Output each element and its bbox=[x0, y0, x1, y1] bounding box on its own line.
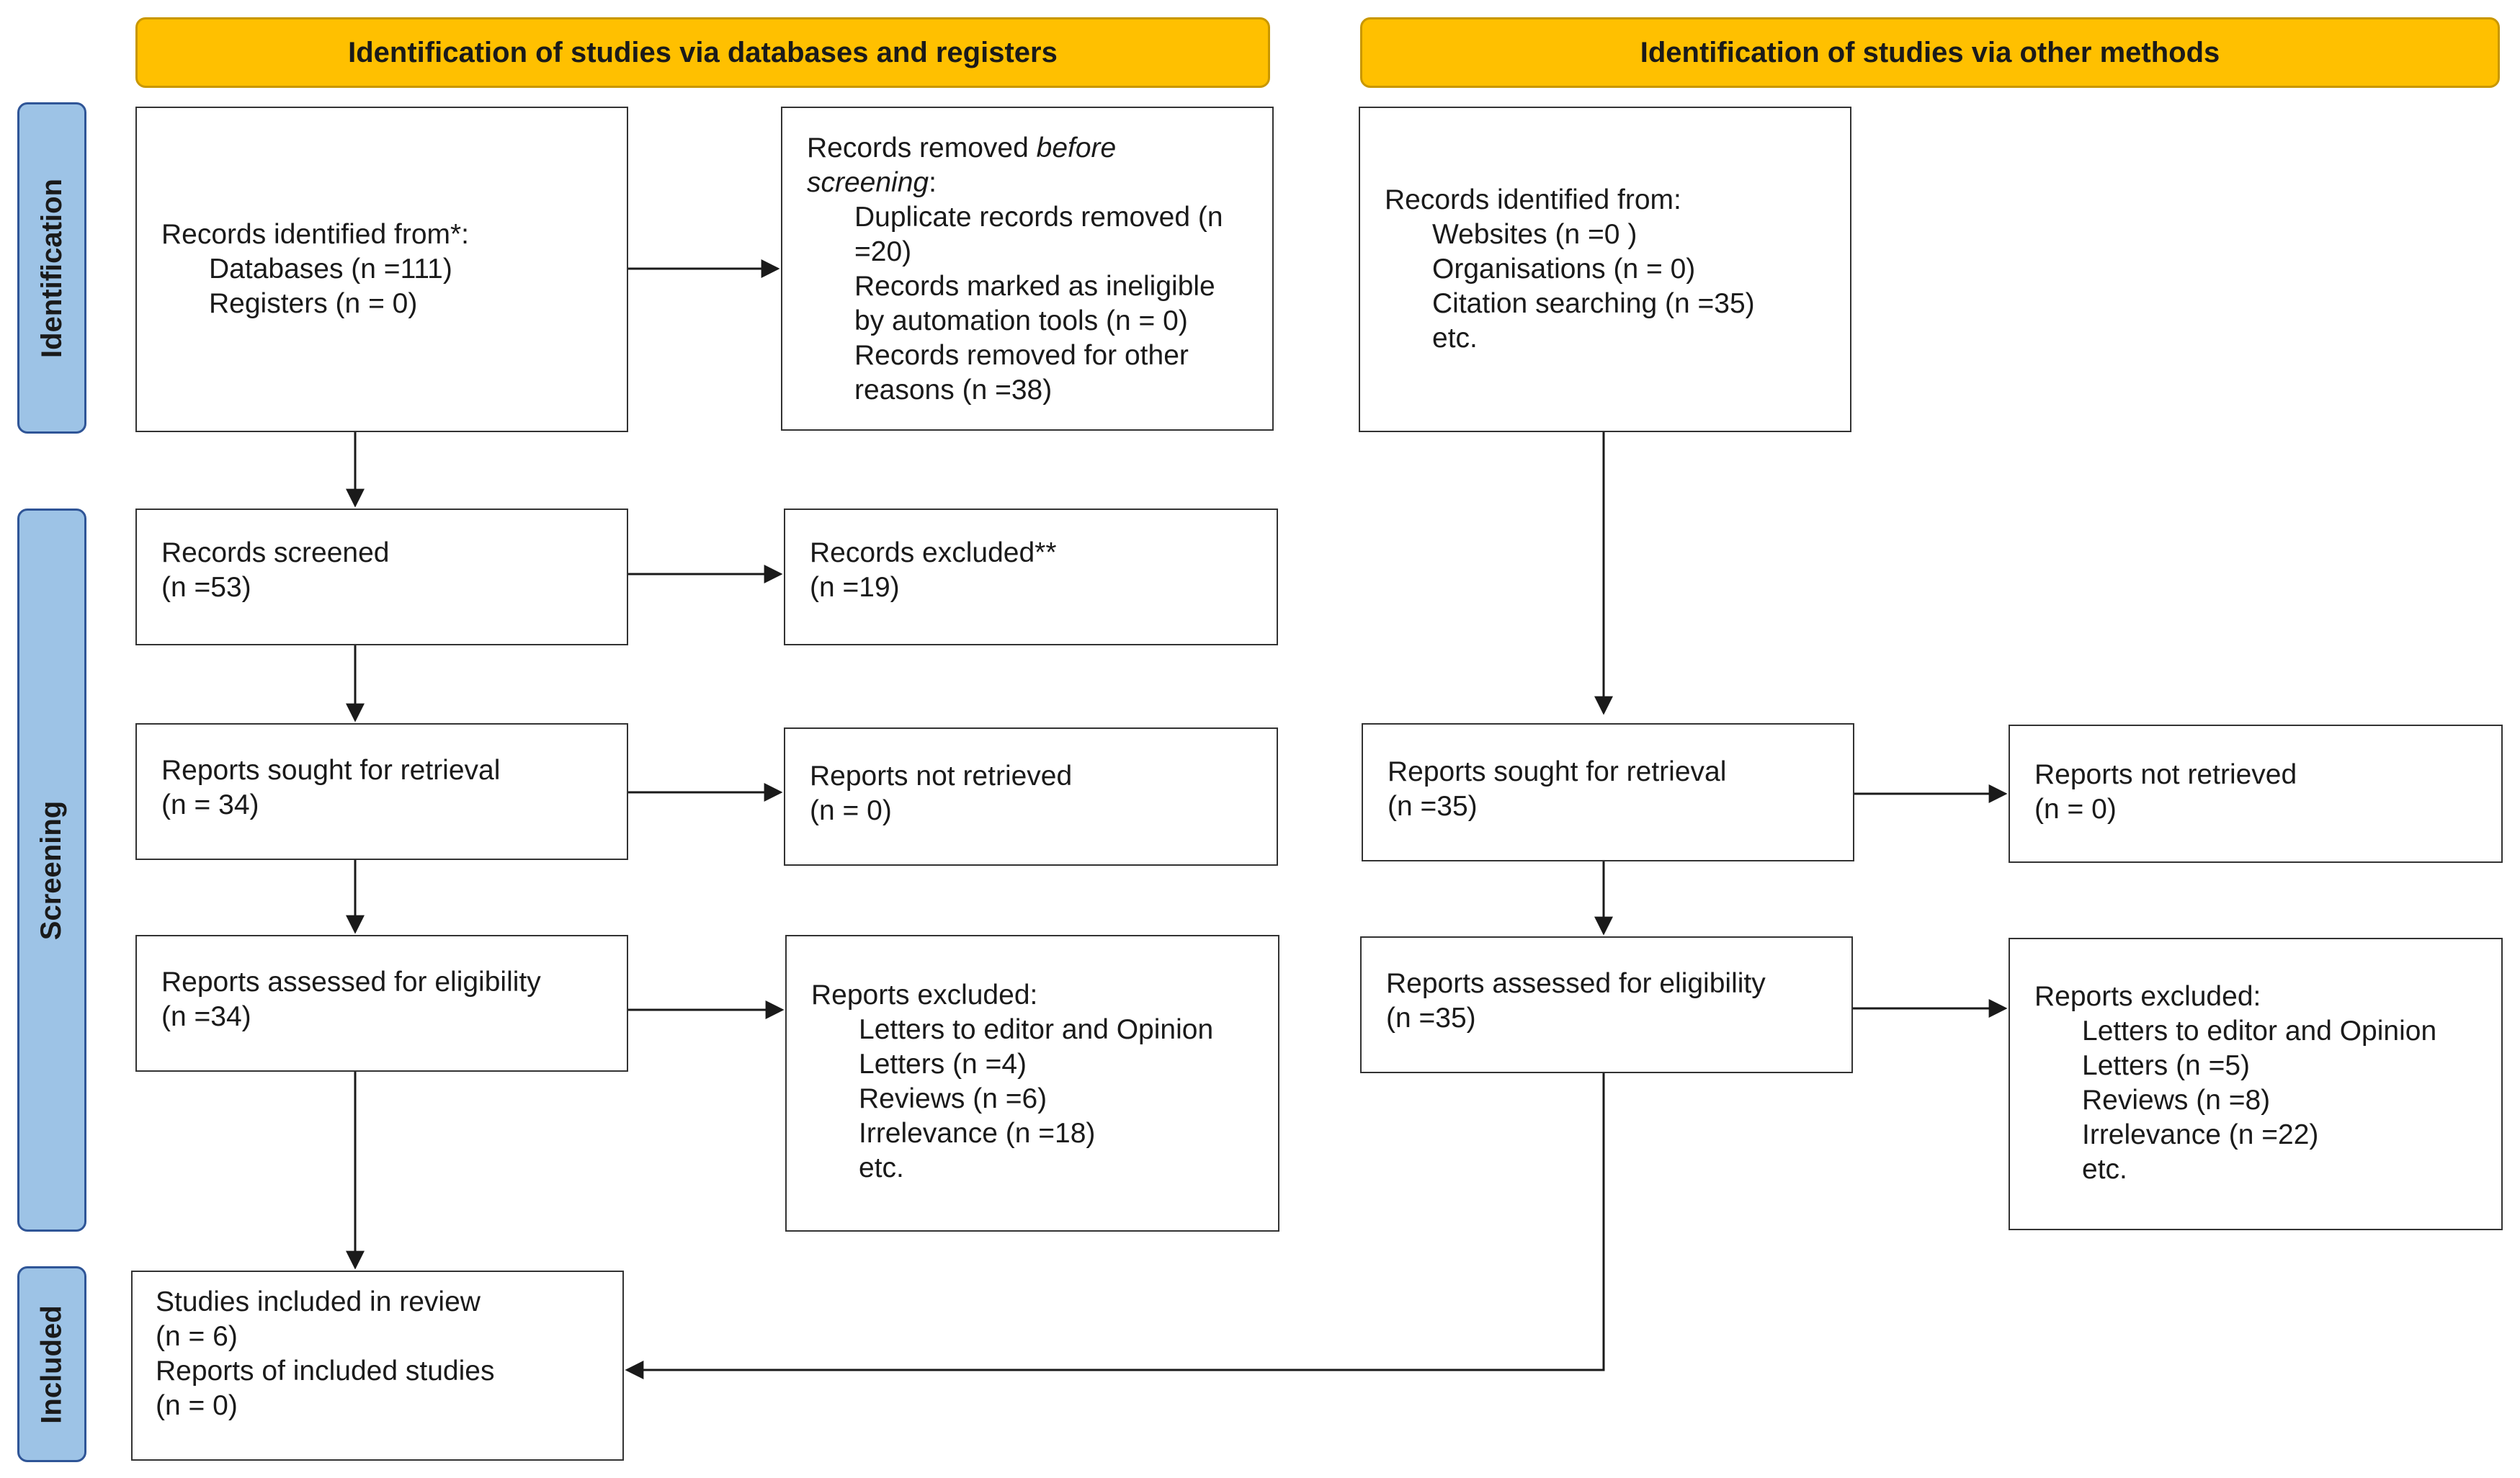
stage-identification: Identification bbox=[17, 102, 86, 434]
included-reports-title: Reports of included studies bbox=[156, 1356, 495, 1387]
other-reports-sought-count: (n =35) bbox=[1388, 791, 1478, 822]
included-reports-count: (n = 0) bbox=[156, 1390, 238, 1421]
db-reports-not-retrieved-box: Reports not retrieved (n = 0) bbox=[784, 727, 1278, 866]
other-reports-excluded-title: Reports excluded: bbox=[2034, 981, 2261, 1012]
removed-line-other: Records removed for other bbox=[854, 340, 1189, 371]
db-records-excluded-count: (n =19) bbox=[810, 572, 900, 603]
db-reports-excluded-title: Reports excluded: bbox=[811, 980, 1038, 1011]
other-records-identified-title: Records identified from: bbox=[1385, 184, 1681, 215]
stage-screening: Screening bbox=[17, 509, 86, 1232]
db-excluded-line-irrelevance: Irrelevance (n =18) bbox=[859, 1118, 1096, 1149]
other-reports-not-retrieved-box: Reports not retrieved (n = 0) bbox=[2009, 725, 2503, 863]
other-excluded-line-irrelevance: Irrelevance (n =22) bbox=[2082, 1119, 2319, 1150]
db-records-excluded-box: Records excluded** (n =19) bbox=[784, 509, 1278, 645]
other-reports-excluded-box: Reports excluded: Letters to editor and … bbox=[2009, 938, 2503, 1230]
db-reports-sought-title: Reports sought for retrieval bbox=[161, 755, 501, 786]
db-records-removed-title-2: screening: bbox=[807, 166, 1258, 200]
removed-line-duplicates: Duplicate records removed (n bbox=[854, 202, 1223, 233]
db-records-screened-title: Records screened bbox=[161, 537, 390, 568]
db-records-screened-box: Records screened (n =53) bbox=[135, 509, 628, 645]
db-excluded-line-etc: etc. bbox=[859, 1152, 904, 1183]
db-reports-excluded-box: Reports excluded: Letters to editor and … bbox=[785, 935, 1279, 1232]
other-excluded-line-letters-editor: Letters to editor and Opinion bbox=[2082, 1016, 2437, 1047]
other-citation-count: Citation searching (n =35) bbox=[1432, 288, 1755, 319]
other-organisations-count: Organisations (n = 0) bbox=[1432, 254, 1696, 285]
header-other-methods: Identification of studies via other meth… bbox=[1360, 17, 2500, 88]
db-reports-sought-box: Reports sought for retrieval (n = 34) bbox=[135, 723, 628, 860]
other-reports-not-retrieved-title: Reports not retrieved bbox=[2034, 759, 2297, 790]
db-reports-sought-count: (n = 34) bbox=[161, 789, 259, 820]
removed-title-italic-before: before bbox=[1036, 133, 1117, 164]
other-excluded-line-etc: etc. bbox=[2082, 1154, 2127, 1185]
included-studies-box: Studies included in review (n = 6) Repor… bbox=[131, 1271, 624, 1461]
stage-included: Included bbox=[17, 1266, 86, 1462]
other-websites-count: Websites (n =0 ) bbox=[1432, 219, 1637, 250]
header-databases-registers: Identification of studies via databases … bbox=[135, 17, 1270, 88]
other-reports-assessed-count: (n =35) bbox=[1386, 1003, 1476, 1034]
other-records-identified-box: Records identified from: Websites (n =0 … bbox=[1359, 107, 1851, 432]
header-other-label: Identification of studies via other meth… bbox=[1640, 36, 2220, 68]
other-reports-assessed-box: Reports assessed for eligibility (n =35) bbox=[1360, 936, 1853, 1073]
included-studies-count: (n = 6) bbox=[156, 1321, 238, 1352]
db-excluded-line-letters-count: Letters (n =4) bbox=[859, 1049, 1027, 1080]
db-reports-not-retrieved-count: (n = 0) bbox=[810, 795, 892, 826]
db-excluded-line-letters-editor: Letters to editor and Opinion bbox=[859, 1014, 1214, 1045]
included-studies-title: Studies included in review bbox=[156, 1286, 481, 1317]
db-databases-count: Databases (n =111) bbox=[209, 254, 452, 285]
removed-line-automation: by automation tools (n = 0) bbox=[854, 305, 1188, 336]
db-registers-count: Registers (n = 0) bbox=[209, 288, 418, 319]
removed-title-suffix: : bbox=[929, 167, 937, 198]
other-excluded-line-reviews: Reviews (n =8) bbox=[2082, 1085, 2271, 1116]
other-identified-etc: etc. bbox=[1432, 323, 1478, 354]
db-records-screened-count: (n =53) bbox=[161, 572, 251, 603]
db-reports-assessed-count: (n =34) bbox=[161, 1001, 251, 1032]
db-reports-assessed-box: Reports assessed for eligibility (n =34) bbox=[135, 935, 628, 1072]
other-reports-sought-box: Reports sought for retrieval (n =35) bbox=[1362, 723, 1854, 861]
db-reports-assessed-title: Reports assessed for eligibility bbox=[161, 967, 541, 998]
db-reports-not-retrieved-title: Reports not retrieved bbox=[810, 761, 1073, 792]
removed-line-other-count: reasons (n =38) bbox=[854, 375, 1053, 406]
db-records-removed-box: Records removed before screening: Duplic… bbox=[781, 107, 1274, 431]
arrow-other-assessed-to-included bbox=[625, 1073, 1605, 1379]
removed-title-italic-screening: screening bbox=[807, 167, 929, 198]
removed-title-prefix: Records removed bbox=[807, 133, 1037, 164]
db-records-identified-title: Records identified from*: bbox=[161, 219, 470, 250]
other-reports-sought-title: Reports sought for retrieval bbox=[1388, 756, 1727, 787]
db-excluded-line-reviews: Reviews (n =6) bbox=[859, 1083, 1047, 1114]
db-records-removed-title: Records removed before bbox=[807, 131, 1258, 166]
header-databases-label: Identification of studies via databases … bbox=[348, 36, 1058, 68]
other-reports-assessed-title: Reports assessed for eligibility bbox=[1386, 968, 1766, 999]
db-records-excluded-title: Records excluded** bbox=[810, 537, 1057, 568]
db-records-identified-box: Records identified from*: Databases (n =… bbox=[135, 107, 628, 432]
other-excluded-line-letters-count: Letters (n =5) bbox=[2082, 1050, 2251, 1081]
removed-line-ineligible: Records marked as ineligible bbox=[854, 271, 1215, 302]
removed-line-duplicates-count: =20) bbox=[854, 236, 912, 267]
other-reports-not-retrieved-count: (n = 0) bbox=[2034, 794, 2117, 825]
